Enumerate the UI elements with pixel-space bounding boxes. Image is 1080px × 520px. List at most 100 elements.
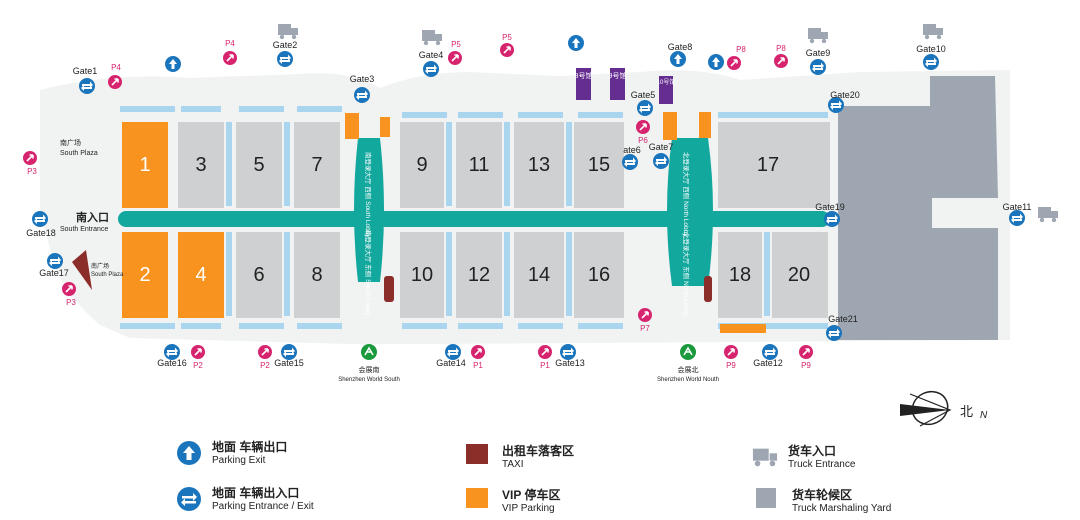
hall-11[interactable] (456, 122, 502, 208)
p1b-label: P1 (540, 361, 550, 370)
hall-5-label: 5 (253, 154, 264, 176)
hall-14[interactable] (514, 232, 564, 318)
south-plaza-en: South Plaza (60, 150, 98, 157)
hall-8-label: 8 (311, 264, 322, 286)
hall-4[interactable] (178, 232, 224, 318)
hall-12[interactable] (456, 232, 502, 318)
south-lobby-east-label: 南登录大厅 东侧 South Lobby (364, 230, 373, 316)
parking-icon[interactable] (61, 281, 77, 297)
hall-10[interactable] (400, 232, 444, 318)
hall-7[interactable] (294, 122, 340, 208)
gate19-icon[interactable] (824, 211, 840, 227)
hall-9[interactable] (400, 122, 444, 208)
taxi-area-north (704, 276, 712, 302)
south-plaza-2-en: South Plaza (91, 272, 124, 278)
gate1-icon[interactable] (79, 78, 95, 94)
taxi-area-icon (466, 444, 488, 464)
parking-icon[interactable] (190, 344, 206, 360)
parking-icon[interactable] (637, 307, 653, 323)
compass-north-en: N (980, 410, 988, 421)
parking-icon[interactable] (726, 55, 742, 71)
p8b-label: P8 (776, 44, 786, 53)
hall-17[interactable] (718, 122, 830, 208)
parking-icon[interactable] (22, 150, 38, 166)
p3b-label: P3 (66, 298, 76, 307)
hall-13[interactable] (514, 122, 564, 208)
gates: Gate1 Gate2 Gate3 Gate4 Gate5 ate6 Gate7… (26, 35, 1031, 368)
gate7-icon[interactable] (653, 153, 669, 169)
vip-parking-icon (466, 488, 488, 508)
hall-1[interactable] (122, 122, 168, 208)
gate10-icon[interactable] (923, 54, 939, 70)
gate13-label: Gate13 (555, 358, 585, 368)
exit-icon[interactable] (708, 54, 724, 70)
gate17-icon[interactable] (47, 253, 63, 269)
hall-9-annex[interactable] (610, 68, 625, 100)
gate7-label: Gate7 (649, 142, 674, 152)
hall-8-annex[interactable] (576, 68, 591, 100)
gate18-icon[interactable] (32, 211, 48, 227)
parking-icon[interactable] (447, 50, 463, 66)
parking-icon[interactable] (723, 344, 739, 360)
hall-2[interactable] (122, 232, 168, 318)
hall-18[interactable] (718, 232, 762, 318)
legend-en: TAXI (502, 459, 524, 470)
gate4-icon[interactable] (423, 61, 439, 77)
hall-13-label: 13 (528, 154, 550, 176)
vip-parking-south-2 (380, 117, 390, 137)
p9a-label: P9 (726, 361, 736, 370)
parking-icon[interactable] (499, 42, 515, 58)
p2b-label: P2 (260, 361, 270, 370)
legend-cn: 地面 车辆出入口 (212, 486, 300, 500)
gate17-label: Gate17 (39, 268, 69, 278)
hall-6[interactable] (236, 232, 282, 318)
parking-icon[interactable] (107, 74, 123, 90)
parking-icon[interactable] (222, 50, 238, 66)
parking-icon[interactable] (470, 344, 486, 360)
parking-icon[interactable] (537, 344, 553, 360)
exit-icon[interactable] (165, 56, 181, 72)
hall-15[interactable] (574, 122, 624, 208)
gate3-icon[interactable] (354, 87, 370, 103)
gate2-icon[interactable] (277, 51, 293, 67)
legend-cn: 地面 车辆出口 (212, 440, 288, 454)
parking-icon[interactable] (635, 119, 651, 135)
south-lobby[interactable] (354, 138, 384, 282)
parking-icon[interactable] (257, 344, 273, 360)
hall-20[interactable] (772, 232, 828, 318)
gate9-icon[interactable] (810, 59, 826, 75)
parking-icon[interactable] (773, 53, 789, 69)
gate8-icon[interactable] (670, 51, 686, 67)
gate6-label: ate6 (623, 145, 641, 155)
hall-10-annex[interactable] (659, 76, 673, 104)
hall-10-annex-label: 10号馆 (657, 78, 676, 86)
metro-north-en: Shenzhen World Nouth (657, 377, 719, 383)
hall-8[interactable] (294, 232, 340, 318)
north-lobby-west-label: 北登录大厅 西侧 North Lobby (682, 152, 691, 237)
hall-2-label: 2 (139, 264, 150, 286)
exit-icon[interactable] (568, 35, 584, 51)
p4a-label: P4 (111, 63, 121, 72)
hall-16[interactable] (574, 232, 624, 318)
legend-cn: 货车轮候区 (792, 488, 853, 502)
gate14-label: Gate14 (436, 358, 466, 368)
gate11-icon[interactable] (1009, 210, 1025, 226)
hall-3[interactable] (178, 122, 224, 208)
metro-south-en: Shenzhen World South (338, 377, 400, 383)
hall-8-annex-label: 8号馆 (575, 71, 593, 80)
truck-icon (752, 448, 778, 467)
gate6-icon[interactable] (622, 154, 638, 170)
hall-14-label: 14 (528, 264, 550, 286)
hall-5[interactable] (236, 122, 282, 208)
south-plaza-2-cn: 南广场 (91, 262, 109, 270)
gate5-icon[interactable] (637, 100, 653, 116)
gate9-label: Gate9 (806, 48, 831, 58)
legend-en: Truck Entrance (788, 459, 856, 470)
north-lobby[interactable] (667, 138, 713, 286)
parking-icon[interactable] (798, 344, 814, 360)
metro-south-cn: 会展南 (359, 365, 380, 374)
metro-icon (679, 343, 697, 361)
truck-icon (923, 24, 943, 40)
gate16-label: Gate16 (157, 358, 187, 368)
gate21-icon[interactable] (826, 325, 842, 341)
